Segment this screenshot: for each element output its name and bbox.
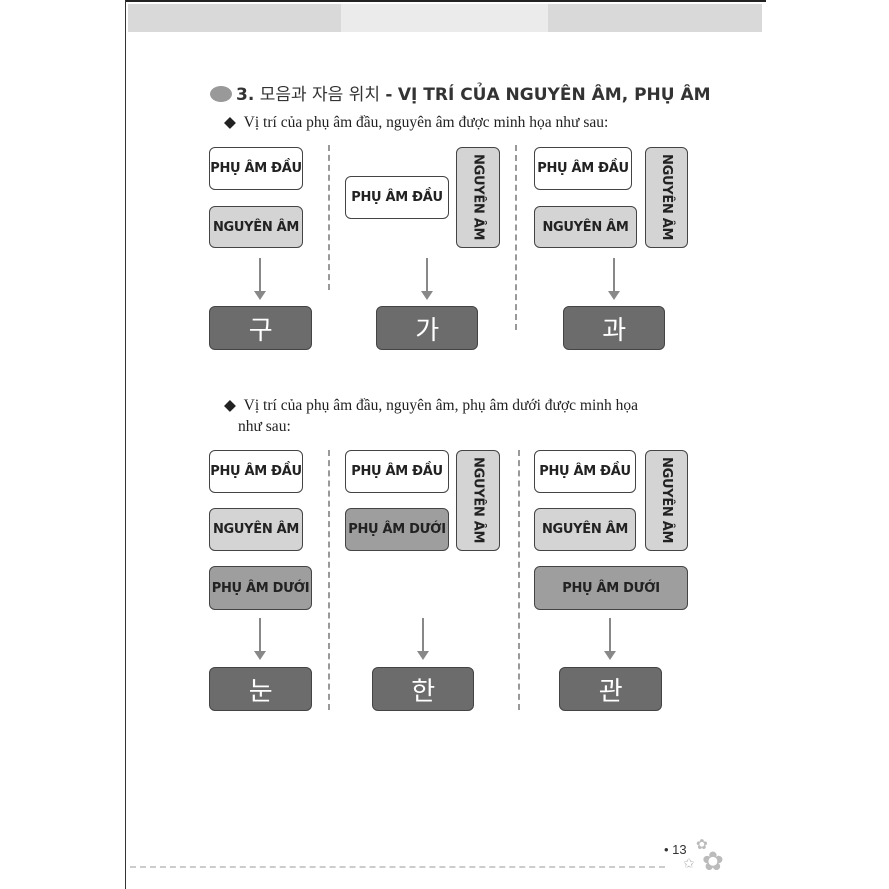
down-arrow-icon — [254, 618, 266, 660]
result-syllable: 가 — [376, 306, 478, 350]
down-arrow-icon — [608, 258, 620, 300]
flower-icon: ✿ — [702, 846, 724, 876]
down-arrow-icon — [421, 258, 433, 300]
bullet-1: ◆ Vị trí của phụ âm đầu, nguyên âm được … — [224, 114, 609, 131]
vowel-box: NGUYÊN ÂM — [534, 508, 636, 551]
divider — [328, 450, 330, 710]
final-consonant-box: PHỤ ÂM DƯỚI — [345, 508, 449, 551]
header-band — [128, 4, 341, 32]
result-syllable: 과 — [563, 306, 665, 350]
initial-consonant-box: PHỤ ÂM ĐẦU — [209, 450, 303, 493]
down-arrow-icon — [417, 618, 429, 660]
page-left-border — [125, 0, 126, 889]
result-syllable: 눈 — [209, 667, 312, 711]
bullet-2: ◆ Vị trí của phụ âm đầu, nguyên âm, phụ … — [224, 397, 639, 435]
vowel-box-vertical: NGUYÊN ÂM — [645, 147, 688, 248]
section-title: 3. 모음과 자음 위치 - VỊ TRÍ CỦA NGUYÊN ÂM, PHỤ… — [210, 80, 711, 105]
vowel-box-vertical: NGUYÊN ÂM — [456, 450, 500, 551]
result-syllable: 구 — [209, 306, 312, 350]
final-consonant-box: PHỤ ÂM DƯỚI — [209, 566, 312, 610]
final-consonant-box: PHỤ ÂM DƯỚI — [534, 566, 688, 610]
page-top-border — [126, 0, 766, 2]
result-syllable: 한 — [372, 667, 474, 711]
initial-consonant-box: PHỤ ÂM ĐẦU — [534, 450, 636, 493]
initial-consonant-box: PHỤ ÂM ĐẦU — [345, 450, 449, 493]
vowel-box-vertical: NGUYÊN ÂM — [645, 450, 688, 551]
header-band — [548, 4, 762, 32]
divider — [515, 145, 517, 330]
vowel-box: NGUYÊN ÂM — [209, 206, 303, 248]
vowel-box: NGUYÊN ÂM — [534, 206, 637, 248]
divider — [328, 145, 330, 290]
initial-consonant-box: PHỤ ÂM ĐẦU — [209, 147, 303, 190]
vowel-box-vertical: NGUYÊN ÂM — [456, 147, 500, 248]
star-icon: ✩ — [683, 855, 695, 871]
footer-dashed-line — [130, 866, 665, 868]
initial-consonant-box: PHỤ ÂM ĐẦU — [534, 147, 632, 190]
speech-bubble-icon — [210, 86, 232, 102]
initial-consonant-box: PHỤ ÂM ĐẦU — [345, 176, 449, 219]
divider — [518, 450, 520, 710]
result-syllable: 관 — [559, 667, 662, 711]
page-number: • 13 — [664, 842, 687, 857]
header-band — [341, 4, 548, 32]
down-arrow-icon — [254, 258, 266, 300]
star-icon: ✿ — [696, 836, 708, 852]
down-arrow-icon — [604, 618, 616, 660]
vowel-box: NGUYÊN ÂM — [209, 508, 303, 551]
